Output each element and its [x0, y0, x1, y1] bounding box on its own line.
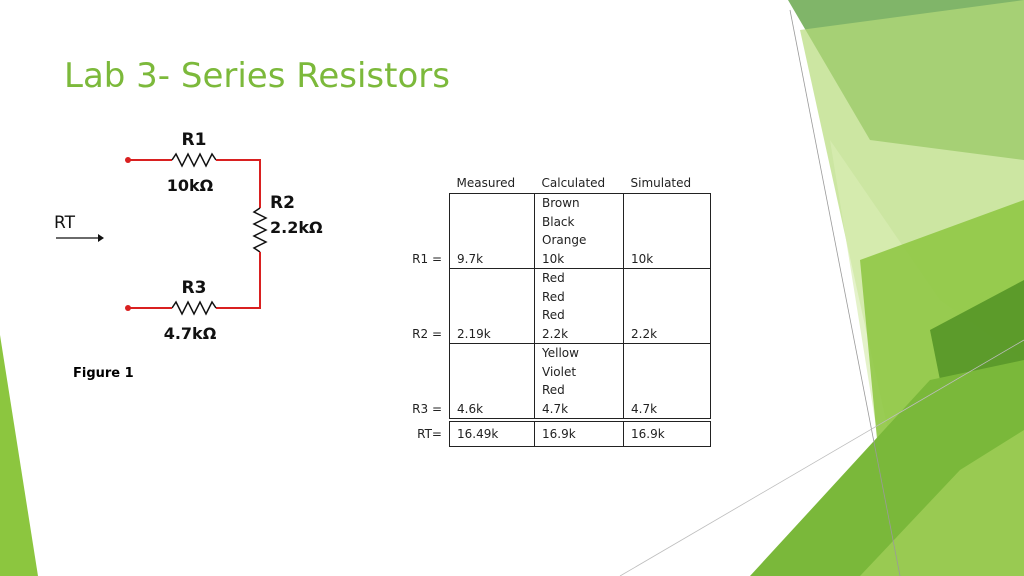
- figure-caption: Figure 1: [73, 366, 134, 381]
- resistor-measurements-table: Measured Calculated Simulated R1 = 9.7k …: [408, 173, 711, 447]
- table-row-total: RT= 16.49k 16.9k 16.9k: [408, 421, 711, 447]
- deco-thin-line-2: [619, 339, 1024, 576]
- cell-measured: 2.19k: [449, 268, 535, 344]
- row-label: R3 =: [412, 402, 442, 416]
- row-label: R2 =: [412, 327, 442, 341]
- table-row-r2: R2 = 2.19k Red Red Red 2.2k 2.2k: [408, 268, 711, 344]
- calculated-value: Yellow Violet Red 4.7k: [542, 346, 579, 416]
- calculated-value: Red Red Red 2.2k: [542, 271, 569, 341]
- r3-name: R3: [182, 278, 207, 298]
- rt-arrow-head-icon: [98, 234, 104, 242]
- row-label: R1 =: [412, 252, 442, 266]
- cell-calculated: Brown Black Orange 10k: [534, 193, 624, 269]
- r3-value: 4.7kΩ: [164, 324, 217, 343]
- r1-value: 10kΩ: [167, 176, 214, 195]
- r3-terminal: [125, 305, 131, 311]
- cell-calculated: 16.9k: [534, 421, 624, 447]
- cell-simulated: 10k: [623, 193, 711, 269]
- r2-name: R2: [270, 193, 295, 213]
- deco-thin-line-1: [789, 9, 901, 576]
- header-calculated: Calculated: [541, 175, 606, 190]
- cell-simulated: 2.2k: [623, 268, 711, 344]
- r3-resistor-symbol: [171, 300, 217, 316]
- cell-simulated: 16.9k: [623, 421, 711, 447]
- r1-lead-right: [216, 159, 261, 198]
- table-row-r1: R1 = 9.7k Brown Black Orange 10k 10k: [408, 193, 711, 269]
- r1-name: R1: [182, 130, 207, 150]
- table-row-r3: R3 = 4.6k Yellow Violet Red 4.7k 4.7k: [408, 343, 711, 419]
- deco-left-green-sliver: [0, 335, 38, 576]
- deco-bottom-light-green: [860, 430, 1024, 576]
- rt-label: RT: [54, 213, 76, 233]
- cell-measured: 4.6k: [449, 343, 535, 419]
- cell-calculated: Yellow Violet Red 4.7k: [534, 343, 624, 419]
- header-measured: Measured: [456, 175, 516, 190]
- r2-lead-bottom: [216, 252, 261, 309]
- table-header-row: Measured Calculated Simulated: [408, 173, 711, 194]
- r2-resistor-symbol: [252, 207, 268, 253]
- cell-measured: 9.7k: [449, 193, 535, 269]
- r1-resistor-symbol: [171, 152, 217, 168]
- calculated-value: Brown Black Orange 10k: [542, 196, 587, 266]
- row-label: RT=: [417, 426, 442, 441]
- cell-measured: 16.49k: [449, 421, 535, 447]
- cell-simulated: 4.7k: [623, 343, 711, 419]
- slide-title: Lab 3- Series Resistors: [64, 56, 450, 96]
- cell-calculated: Red Red Red 2.2k: [534, 268, 624, 344]
- r2-value: 2.2kΩ: [270, 218, 323, 237]
- series-circuit-diagram: R1 10kΩ R2 2.2kΩ R3 4.7kΩ RT: [54, 130, 323, 343]
- header-simulated: Simulated: [630, 175, 692, 190]
